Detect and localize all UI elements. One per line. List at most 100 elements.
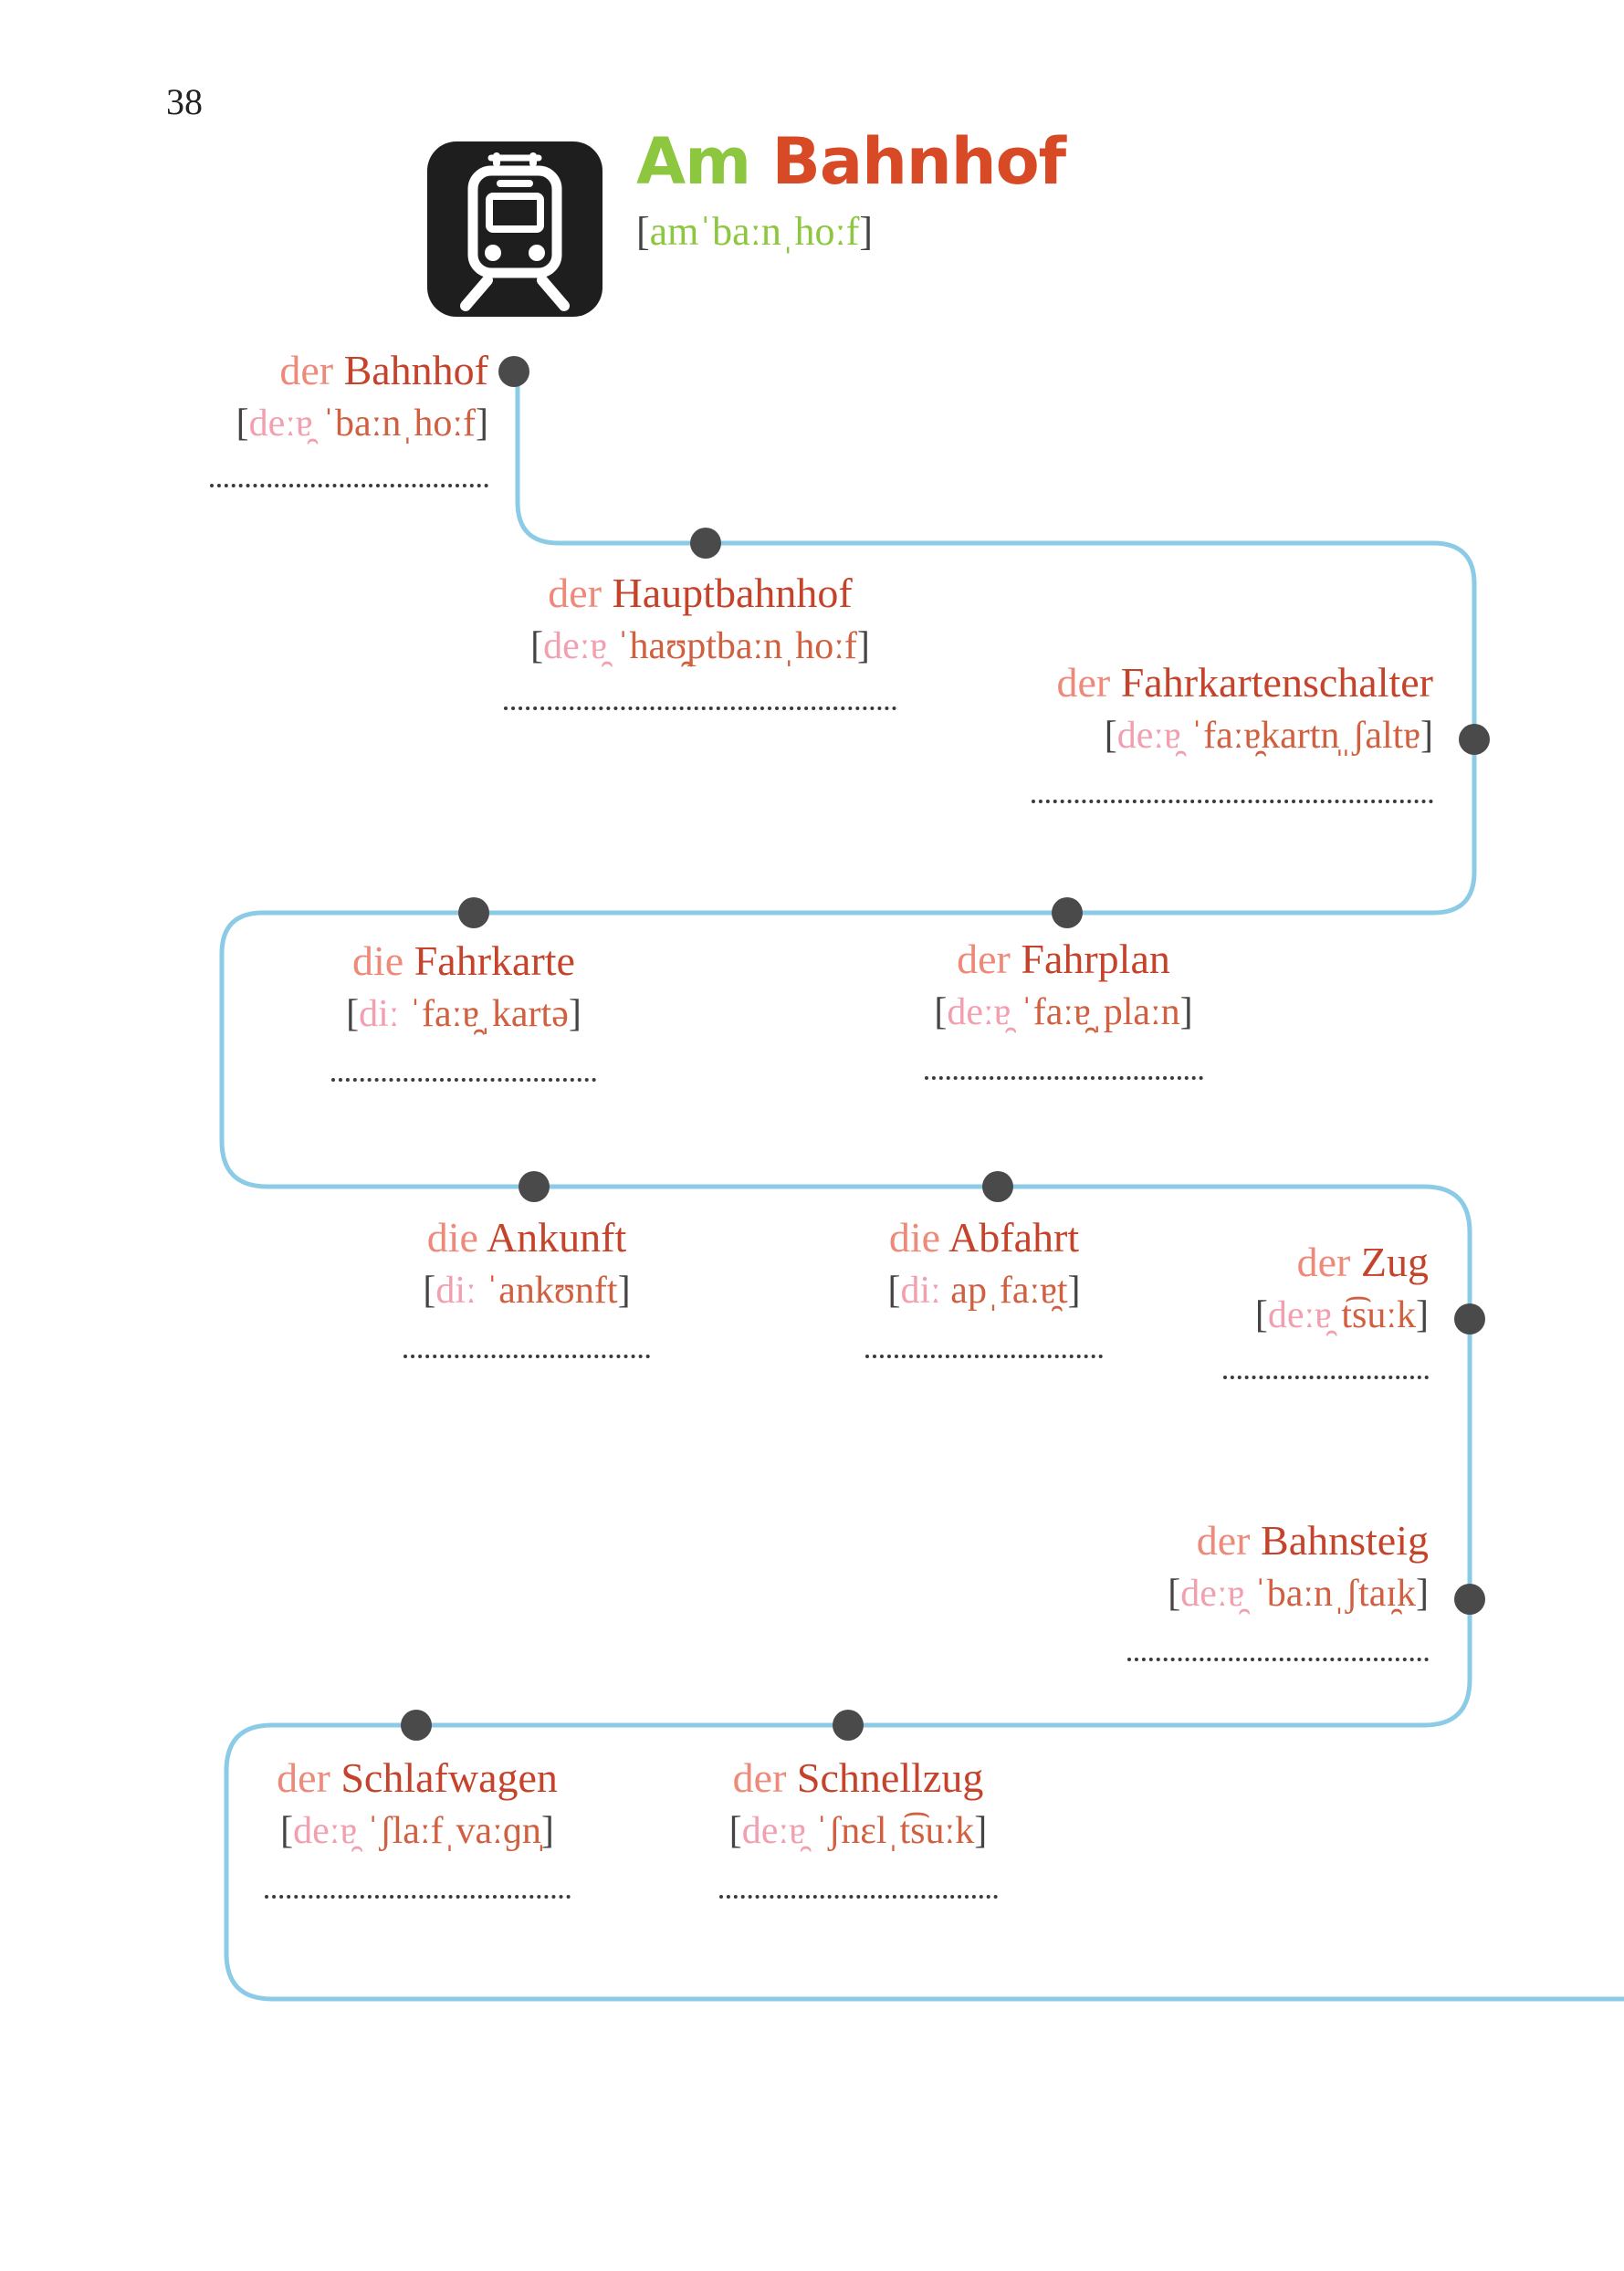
vocab-article: der xyxy=(548,570,602,616)
vocab-article: die xyxy=(888,1214,941,1261)
vocab-entry-schlafwagen: der Schlafwagen [deːɐ̯ ˈʃlaːfˌvaːɡn̩] xyxy=(198,1753,636,1899)
stop-fahrplan xyxy=(1052,897,1083,928)
vocab-pronunciation: [diː apˌfaːɐ̯t] xyxy=(887,1270,1081,1313)
ipa-article: deːɐ̯ xyxy=(293,1810,358,1853)
train-front-icon xyxy=(427,141,602,317)
vocab-noun: Schlafwagen xyxy=(341,1754,558,1801)
vocab-article: die xyxy=(426,1214,478,1261)
ipa-article: deːɐ̯ xyxy=(248,403,313,445)
vocab-word: der Hauptbahnhof xyxy=(481,568,919,618)
stop-bahnhof xyxy=(498,356,529,387)
ipa-article: deːɐ̯ xyxy=(543,625,608,668)
vocab-pronunciation: [deːɐ̯ ˈhaʊ̯ptbaːnˌhoːf] xyxy=(530,625,870,668)
vocab-pronunciation: [deːɐ̯ ˈʃnɛlˌt͡suːk] xyxy=(728,1810,988,1853)
vocab-article: die xyxy=(352,937,404,984)
vocab-noun: Bahnsteig xyxy=(1261,1517,1429,1564)
ipa-word: t͡suːk xyxy=(1341,1294,1416,1337)
answer-line[interactable] xyxy=(1223,1375,1429,1379)
vocab-noun: Fahrkartenschalter xyxy=(1120,659,1433,706)
vocab-noun: Fahrplan xyxy=(1021,936,1170,982)
ipa-article: deːɐ̯ xyxy=(741,1810,806,1853)
vocab-article: der xyxy=(957,936,1011,982)
stop-schnellzug xyxy=(833,1710,864,1741)
ipa-article: deːɐ̯ xyxy=(1267,1294,1332,1337)
answer-line[interactable] xyxy=(210,483,488,487)
vocab-entry-abfahrt: die Abfahrt [diː apˌfaːɐ̯t] xyxy=(765,1212,1203,1358)
vocab-word: der Bahnsteig xyxy=(990,1515,1429,1565)
vocab-entry-fahrkartenschalter: der Fahrkartenschalter [deːɐ̯ ˈfaːɐ̯kart… xyxy=(931,657,1433,803)
ipa-word: ˈbaːnˌhoːf xyxy=(322,403,476,445)
answer-line[interactable] xyxy=(403,1354,650,1358)
ipa-word: ˈfaːɐ̯ˌkartə xyxy=(408,993,569,1036)
vocab-word: die Abfahrt xyxy=(765,1212,1203,1262)
vocab-entry-fahrkarte: die Fahrkarte [diː ˈfaːɐ̯ˌkartə] xyxy=(245,936,683,1082)
vocab-noun: Ankunft xyxy=(486,1214,627,1261)
answer-line[interactable] xyxy=(924,1075,1203,1080)
answer-line[interactable] xyxy=(718,1894,998,1899)
answer-line[interactable] xyxy=(1032,799,1433,803)
ipa-word: ˈʃlaːfˌvaːɡn̩ xyxy=(366,1810,541,1853)
ipa-article: deːɐ̯ xyxy=(947,991,1011,1034)
route-path xyxy=(219,370,1624,2002)
vocab-article: der xyxy=(1296,1239,1351,1285)
vocab-word: der Bahnhof xyxy=(50,345,488,395)
title-ipa-text: amˈbaːnˌhoːf xyxy=(649,209,860,254)
vocab-pronunciation: [diː ˈankʊnft] xyxy=(423,1270,631,1313)
vocab-pronunciation: [deːɐ̯ t͡suːk] xyxy=(1254,1294,1429,1337)
vocab-entry-hauptbahnhof: der Hauptbahnhof [deːɐ̯ ˈhaʊ̯ptbaːnˌhoːf… xyxy=(481,568,919,710)
vocab-pronunciation: [deːɐ̯ ˈfaːɐ̯kartn̩ˌʃaltɐ] xyxy=(1104,715,1433,758)
answer-line[interactable] xyxy=(1127,1657,1429,1661)
page-number: 38 xyxy=(166,81,203,122)
vocab-noun: Hauptbahnhof xyxy=(612,570,853,616)
vocab-noun: Abfahrt xyxy=(948,1214,1080,1261)
ipa-word: ˈankʊnft xyxy=(486,1270,618,1313)
stop-bahnsteig xyxy=(1454,1584,1485,1615)
vocab-entry-ankunft: die Ankunft [diː ˈankʊnft] xyxy=(308,1212,746,1358)
page-title: Am Bahnhof xyxy=(636,130,1066,194)
vocab-pronunciation: [deːɐ̯ ˈbaːnˌhoːf] xyxy=(236,403,488,445)
vocab-word: der Fahrplan xyxy=(844,934,1283,984)
vocab-article: der xyxy=(732,1754,787,1801)
ipa-article: diː xyxy=(435,1270,477,1313)
vocab-article: der xyxy=(277,1754,330,1801)
stop-zug xyxy=(1454,1303,1485,1334)
ipa-article: deːɐ̯ xyxy=(1180,1573,1245,1616)
answer-line[interactable] xyxy=(264,1894,571,1899)
ipa-word: ˈhaʊ̯ptbaːnˌhoːf xyxy=(616,625,857,668)
stop-abfahrt xyxy=(982,1171,1013,1202)
answer-line[interactable] xyxy=(865,1354,1103,1358)
ipa-article: diː xyxy=(900,1270,941,1313)
ipa-article: diː xyxy=(359,993,400,1036)
vocab-entry-bahnsteig: der Bahnsteig [deːɐ̯ ˈbaːnˌʃtaɪ̯k] xyxy=(990,1515,1429,1661)
vocab-word: der Schlafwagen xyxy=(198,1753,636,1803)
vocab-pronunciation: [deːɐ̯ ˈbaːnˌʃtaɪ̯k] xyxy=(1168,1573,1429,1616)
vocab-word: der Schnellzug xyxy=(639,1753,1077,1803)
ipa-word: ˈbaːnˌʃtaɪ̯k xyxy=(1253,1573,1416,1616)
vocab-pronunciation: [diː ˈfaːɐ̯ˌkartə] xyxy=(346,993,581,1036)
title-article: Am xyxy=(636,124,751,199)
vocab-noun: Schnellzug xyxy=(796,1754,984,1801)
vocab-article: der xyxy=(279,347,334,393)
ipa-word: ˈfaːɐ̯kartn̩ˌʃaltɐ xyxy=(1190,715,1420,758)
title-pronunciation: [amˈbaːnˌhoːf] xyxy=(636,209,874,254)
vocab-entry-bahnhof: der Bahnhof [deːɐ̯ ˈbaːnˌhoːf] xyxy=(50,345,488,487)
stop-fahrkarte xyxy=(458,897,489,928)
vocab-word: der Fahrkartenschalter xyxy=(931,657,1433,707)
ipa-word: ˈfaːɐ̯ˌplaːn xyxy=(1020,991,1180,1034)
vocab-entry-fahrplan: der Fahrplan [deːɐ̯ ˈfaːɐ̯ˌplaːn] xyxy=(844,934,1283,1080)
vocab-noun: Zug xyxy=(1360,1239,1429,1285)
ipa-article: deːɐ̯ xyxy=(1116,715,1181,758)
answer-line[interactable] xyxy=(504,706,896,710)
vocab-entry-schnellzug: der Schnellzug [deːɐ̯ ˈʃnɛlˌt͡suːk] xyxy=(639,1753,1077,1899)
stop-fahrkartenschalter xyxy=(1459,724,1490,755)
vocab-pronunciation: [deːɐ̯ ˈfaːɐ̯ˌplaːn] xyxy=(934,991,1193,1034)
vocab-noun: Bahnhof xyxy=(343,347,488,393)
stop-ankunft xyxy=(519,1171,550,1202)
answer-line[interactable] xyxy=(331,1077,596,1082)
ipa-word: ˈʃnɛlˌt͡suːk xyxy=(815,1810,975,1853)
vocab-word: die Fahrkarte xyxy=(245,936,683,986)
vocab-article: der xyxy=(1056,659,1111,706)
stop-hauptbahnhof xyxy=(690,528,721,559)
vocab-article: der xyxy=(1196,1517,1251,1564)
